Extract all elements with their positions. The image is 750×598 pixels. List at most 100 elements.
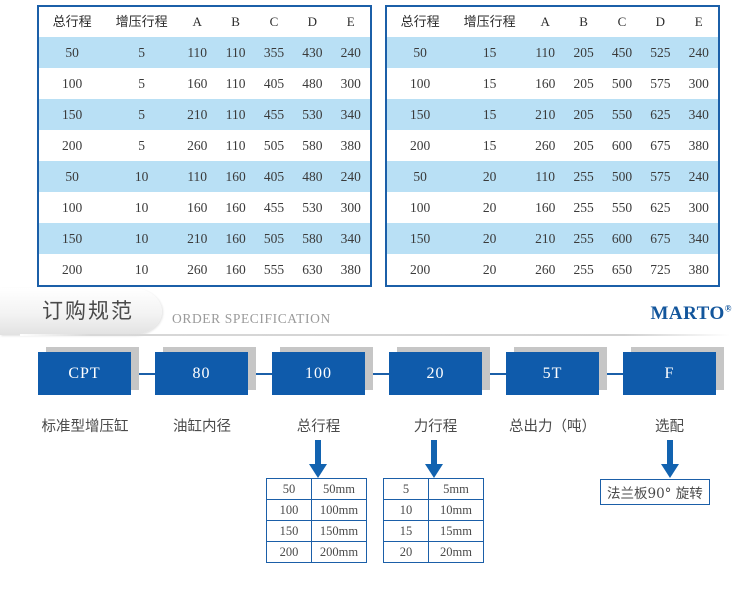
code-box-label: F xyxy=(623,352,716,395)
cell-b: 160 xyxy=(216,254,255,286)
cell-total-stroke: 200 xyxy=(386,254,454,286)
cell-total-stroke: 50 xyxy=(38,37,106,68)
cell-c: 355 xyxy=(254,37,294,68)
cell-a: 260 xyxy=(178,130,217,161)
cell-a: 210 xyxy=(178,99,217,130)
cell-total-stroke: 150 xyxy=(386,223,454,254)
cell-c: 455 xyxy=(254,99,294,130)
option-value: 20mm xyxy=(428,541,484,563)
option-value: 100mm xyxy=(311,499,367,521)
col-header-total-stroke: 总行程 xyxy=(38,6,106,37)
cell-d: 725 xyxy=(641,254,680,286)
cell-d: 480 xyxy=(293,161,332,192)
code-box-output-force[interactable]: 5T xyxy=(506,347,607,395)
cell-press-stroke: 20 xyxy=(453,192,526,223)
cell-a: 110 xyxy=(526,161,565,192)
code-box-model[interactable]: CPT xyxy=(38,347,139,395)
cell-d: 480 xyxy=(293,68,332,99)
cell-press-stroke: 15 xyxy=(453,99,526,130)
cell-c: 505 xyxy=(254,223,294,254)
banner-swoosh-shape xyxy=(0,288,162,335)
option-code: 200 xyxy=(266,541,312,563)
col-header-press-stroke: 增压行程 xyxy=(105,6,178,37)
option-code: 100 xyxy=(266,499,312,521)
flow-label-total-stroke: 总行程 xyxy=(296,419,341,435)
cell-total-stroke: 50 xyxy=(386,161,454,192)
code-box-label: 20 xyxy=(389,352,482,395)
option-code: 20 xyxy=(383,541,429,563)
cell-total-stroke: 200 xyxy=(38,130,106,161)
col-header-c: C xyxy=(254,6,294,37)
code-box-force-stroke[interactable]: 20 xyxy=(389,347,490,395)
col-header-c: C xyxy=(602,6,642,37)
cell-c: 500 xyxy=(602,161,642,192)
cell-press-stroke: 15 xyxy=(453,68,526,99)
cell-press-stroke: 5 xyxy=(105,99,178,130)
cell-total-stroke: 50 xyxy=(386,37,454,68)
code-box-label: 5T xyxy=(506,352,599,395)
cell-a: 160 xyxy=(178,68,217,99)
option-code: 15 xyxy=(383,520,429,542)
cell-total-stroke: 100 xyxy=(38,68,106,99)
cell-b: 110 xyxy=(216,37,255,68)
cell-a: 110 xyxy=(526,37,565,68)
flow-connector xyxy=(607,373,629,375)
cell-c: 505 xyxy=(254,130,294,161)
cell-e: 340 xyxy=(679,223,719,254)
option-value: 50mm xyxy=(311,478,367,500)
col-header-d: D xyxy=(641,6,680,37)
col-header-e: E xyxy=(331,6,371,37)
cell-press-stroke: 20 xyxy=(453,254,526,286)
cell-c: 405 xyxy=(254,161,294,192)
code-box-bore[interactable]: 80 xyxy=(155,347,256,395)
cell-c: 600 xyxy=(602,130,642,161)
flow-label-force-stroke: 力行程 xyxy=(413,419,458,435)
col-header-d: D xyxy=(293,6,332,37)
cell-press-stroke: 5 xyxy=(105,130,178,161)
flow-label-output-force: 总出力（吨） xyxy=(509,419,596,435)
option-value: 15mm xyxy=(428,520,484,542)
cell-d: 675 xyxy=(641,223,680,254)
cell-total-stroke: 150 xyxy=(386,99,454,130)
col-header-a: A xyxy=(526,6,565,37)
cell-press-stroke: 10 xyxy=(105,161,178,192)
cell-press-stroke: 5 xyxy=(105,37,178,68)
banner-divider xyxy=(20,334,730,336)
code-box-label: 80 xyxy=(155,352,248,395)
arrow-down-icon-force-stroke xyxy=(425,440,443,478)
flow-connector xyxy=(373,373,395,375)
cell-c: 600 xyxy=(602,223,642,254)
cell-total-stroke: 100 xyxy=(386,68,454,99)
order-code-flow: CPT 80 100 20 5T F xyxy=(0,347,750,432)
cell-total-stroke: 100 xyxy=(38,192,106,223)
cell-d: 575 xyxy=(641,68,680,99)
page-subtitle: ORDER SPECIFICATION xyxy=(172,311,331,326)
option-code: 10 xyxy=(383,499,429,521)
cell-c: 405 xyxy=(254,68,294,99)
cell-press-stroke: 10 xyxy=(105,223,178,254)
cell-total-stroke: 150 xyxy=(38,99,106,130)
col-header-press-stroke: 增压行程 xyxy=(453,6,526,37)
cell-total-stroke: 200 xyxy=(38,254,106,286)
cell-a: 110 xyxy=(178,37,217,68)
code-box-total-stroke[interactable]: 100 xyxy=(272,347,373,395)
cell-e: 340 xyxy=(679,99,719,130)
cell-a: 160 xyxy=(178,192,217,223)
cell-e: 340 xyxy=(331,99,371,130)
cell-b: 205 xyxy=(564,68,603,99)
code-box-option[interactable]: F xyxy=(623,347,724,395)
cell-e: 240 xyxy=(331,161,371,192)
